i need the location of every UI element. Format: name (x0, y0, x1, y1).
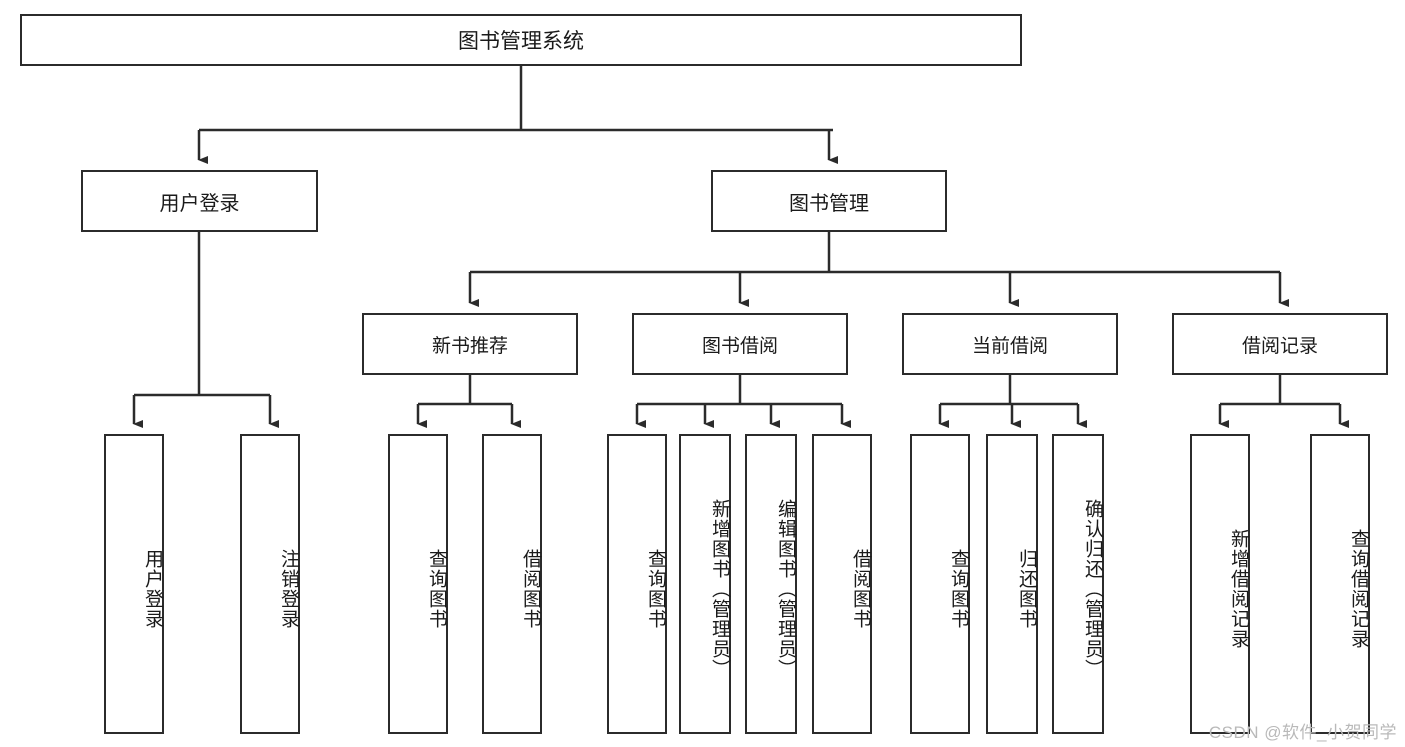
node-leaf-user-logout[interactable]: 注销登录 (240, 434, 300, 734)
node-leaf-rec-borrow-book-label: 借阅图书 (520, 549, 541, 629)
node-leaf-add-book-admin[interactable]: 新增图书（管理员） (679, 434, 731, 734)
node-leaf-cur-query-book-label: 查询图书 (948, 549, 969, 629)
node-root-label: 图书管理系统 (458, 30, 584, 53)
node-new-book-rec[interactable]: 新书推荐 (362, 313, 578, 375)
node-leaf-borrow-borrow-book-label: 借阅图书 (850, 549, 871, 629)
node-leaf-confirm-return-admin[interactable]: 确认归还（管理员） (1052, 434, 1104, 734)
node-leaf-edit-book-admin[interactable]: 编辑图书（管理员） (745, 434, 797, 734)
node-book-manage-label: 图书管理 (789, 192, 869, 215)
node-leaf-rec-borrow-book[interactable]: 借阅图书 (482, 434, 542, 734)
node-user-login[interactable]: 用户登录 (81, 170, 318, 232)
watermark: CSDN @软件_小贺同学 (1208, 723, 1397, 742)
node-leaf-edit-book-admin-label: 编辑图书（管理员） (775, 499, 796, 679)
node-book-borrow[interactable]: 图书借阅 (632, 313, 848, 375)
node-leaf-query-borrow-record[interactable]: 查询借阅记录 (1310, 434, 1370, 734)
node-borrow-record-label: 借阅记录 (1241, 335, 1318, 357)
node-leaf-user-logout-label: 注销登录 (278, 549, 299, 629)
node-leaf-add-book-admin-label: 新增图书（管理员） (709, 499, 730, 679)
node-leaf-add-borrow-record[interactable]: 新增借阅记录 (1190, 434, 1250, 734)
node-user-login-label: 用户登录 (159, 192, 240, 215)
node-leaf-confirm-return-admin-label: 确认归还（管理员） (1082, 499, 1103, 679)
node-leaf-cur-query-book[interactable]: 查询图书 (910, 434, 970, 734)
node-book-borrow-label: 图书借阅 (701, 335, 778, 357)
node-leaf-user-login-label: 用户登录 (142, 549, 163, 629)
node-current-borrow-label: 当前借阅 (971, 335, 1048, 357)
node-leaf-borrow-query-book[interactable]: 查询图书 (607, 434, 667, 734)
node-leaf-add-borrow-record-label: 新增借阅记录 (1228, 529, 1249, 649)
node-borrow-record[interactable]: 借阅记录 (1172, 313, 1388, 375)
node-leaf-query-borrow-record-label: 查询借阅记录 (1348, 529, 1369, 649)
node-root[interactable]: 图书管理系统 (20, 14, 1022, 66)
node-leaf-return-book[interactable]: 归还图书 (986, 434, 1038, 734)
node-current-borrow[interactable]: 当前借阅 (902, 313, 1118, 375)
node-leaf-return-book-label: 归还图书 (1016, 549, 1037, 629)
node-leaf-borrow-query-book-label: 查询图书 (645, 549, 666, 629)
node-leaf-user-login[interactable]: 用户登录 (104, 434, 164, 734)
node-book-manage[interactable]: 图书管理 (711, 170, 947, 232)
node-leaf-rec-query-book[interactable]: 查询图书 (388, 434, 448, 734)
node-leaf-rec-query-book-label: 查询图书 (426, 549, 447, 629)
node-leaf-borrow-borrow-book[interactable]: 借阅图书 (812, 434, 872, 734)
node-new-book-rec-label: 新书推荐 (431, 335, 508, 357)
